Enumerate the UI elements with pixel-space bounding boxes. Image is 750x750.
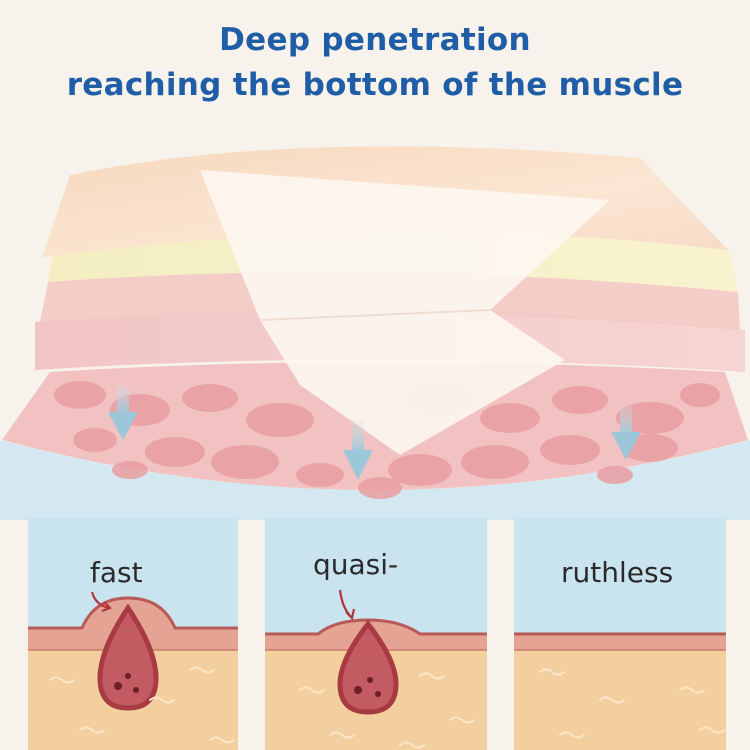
sky-band — [0, 440, 750, 520]
cell — [54, 381, 106, 409]
cell — [296, 463, 344, 487]
arrow-icon — [343, 420, 373, 480]
texture-mark — [399, 741, 425, 749]
skin-sheets — [35, 146, 745, 455]
panel-ruthless — [514, 518, 726, 750]
cell — [552, 386, 608, 414]
panel-label-quasi: quasi- — [313, 548, 399, 581]
cell — [540, 435, 600, 465]
panel-label-fast: fast — [90, 556, 143, 589]
texture-mark — [679, 686, 705, 694]
cell — [211, 445, 279, 479]
arrow-icon — [108, 385, 138, 440]
texture-mark — [699, 726, 725, 734]
cell — [112, 461, 148, 479]
texture-mark — [209, 736, 235, 744]
headline-line-1: Deep penetration — [219, 22, 531, 58]
cell — [145, 437, 205, 467]
texture-mark — [559, 731, 585, 739]
headline-line-2: reaching the bottom of the muscle — [66, 67, 684, 103]
panel-label-ruthless: ruthless — [561, 556, 674, 589]
texture-mark — [329, 731, 355, 739]
pore-icon — [97, 603, 159, 711]
penetration-arrows — [108, 385, 641, 480]
cell — [246, 403, 314, 437]
tissue-texture — [49, 666, 725, 749]
texture-mark — [299, 686, 325, 694]
cell — [73, 428, 117, 452]
folded-sheet-crease — [259, 309, 491, 321]
texture-mark — [49, 676, 75, 684]
cell — [480, 403, 540, 433]
cell — [358, 477, 402, 499]
cell — [597, 466, 633, 484]
panel-quasi — [265, 518, 487, 750]
cell — [680, 383, 720, 407]
texture-mark — [189, 666, 215, 674]
texture-mark — [539, 668, 565, 676]
panel-fast — [28, 518, 238, 750]
cell — [388, 454, 452, 486]
texture-mark — [419, 672, 445, 680]
cell — [182, 384, 238, 412]
arrow-icon — [611, 405, 641, 460]
pointer-arrow-icon — [338, 589, 356, 621]
folded-sheet — [200, 170, 610, 455]
cell — [461, 445, 529, 479]
texture-mark — [79, 726, 105, 734]
texture-mark — [449, 716, 475, 724]
pointer-arrow-icon — [90, 591, 112, 613]
texture-mark — [599, 696, 625, 704]
cell — [616, 402, 684, 434]
texture-mark — [149, 696, 175, 704]
